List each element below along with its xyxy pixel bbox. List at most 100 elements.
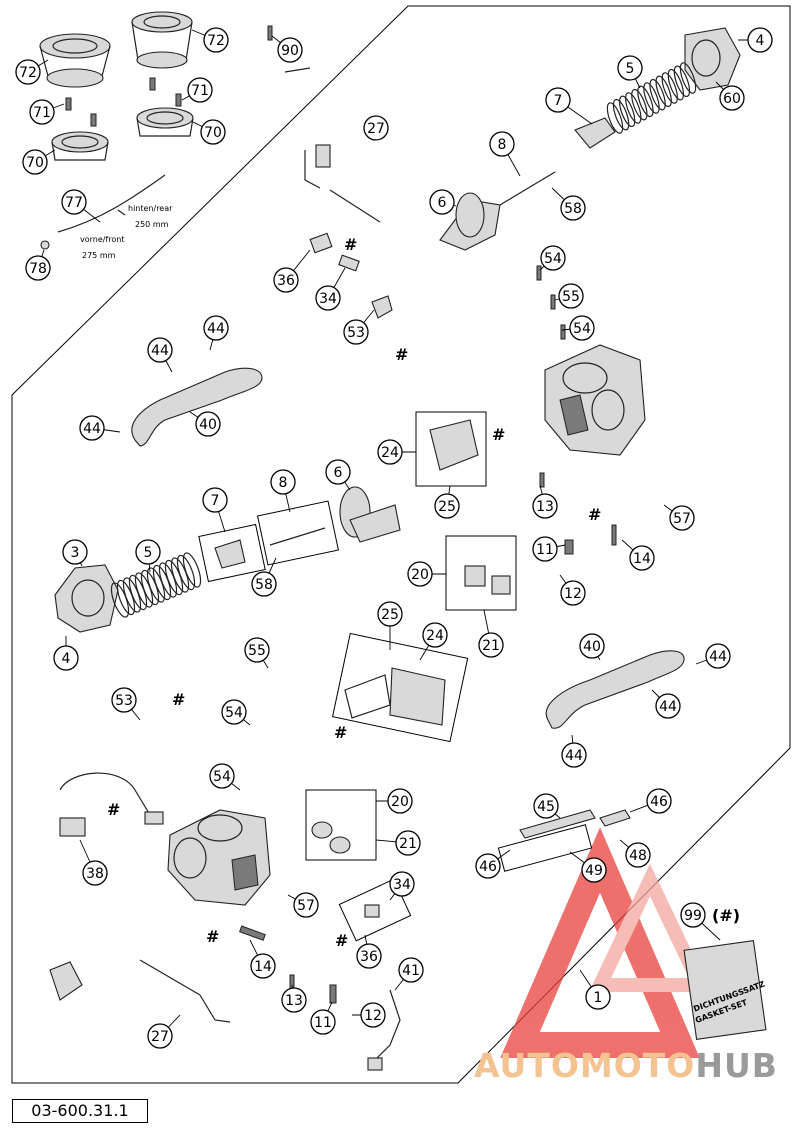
callout-20: 20: [407, 561, 433, 587]
callout-circle: [147, 337, 173, 363]
callout-70: 70: [22, 149, 48, 175]
lever-part-bottom: [49, 961, 83, 1001]
callout-8: 8: [270, 469, 296, 495]
callout-circle: [558, 283, 584, 309]
callout-38: 38: [82, 860, 108, 886]
callout-circle: [625, 842, 651, 868]
callout-circle: [398, 957, 424, 983]
callout-number: 44: [659, 699, 677, 715]
callout-number: 99: [684, 908, 702, 924]
callout-36: 36: [273, 267, 299, 293]
callout-circle: [747, 27, 773, 53]
hose-front-label: vorne/front: [80, 235, 125, 244]
callout-55: 55: [558, 283, 584, 309]
callout-number: 60: [723, 91, 741, 107]
callout-circle: [395, 830, 421, 856]
spring-coil: [182, 552, 202, 588]
callout-circle: [343, 319, 369, 345]
callout-number: 8: [498, 137, 507, 153]
callout-circle: [310, 1009, 336, 1035]
callout-72: 72: [203, 27, 229, 53]
callout-circle: [407, 561, 433, 587]
float-bowl-gasket-24-top: [415, 411, 487, 487]
callout-12: 12: [360, 1002, 386, 1028]
callout-58: 58: [560, 195, 586, 221]
callout-circle: [277, 37, 303, 63]
hose-assembly-27-top: [304, 144, 381, 223]
callout-number: 54: [225, 705, 243, 721]
callout-12: 12: [560, 580, 586, 606]
diagram-boundary: [11, 5, 791, 1084]
intake-ring-right: [136, 107, 194, 137]
callout-number: 41: [402, 963, 420, 979]
callout-circle: [560, 195, 586, 221]
callout-53: 53: [343, 319, 369, 345]
callout-27: 27: [363, 115, 389, 141]
callout-number: 40: [199, 417, 217, 433]
callout-circle: [135, 539, 161, 565]
spring-5-top: [606, 62, 697, 134]
callout-13: 13: [532, 493, 558, 519]
watermark-part1: AUTOMOTO: [474, 1046, 696, 1085]
callout-77: 77: [61, 189, 87, 215]
callout-circle: [489, 131, 515, 157]
callout-number: 45: [537, 799, 555, 815]
callout-number: 44: [151, 343, 169, 359]
hash-mark-6: #: [334, 723, 347, 742]
carburetor-body-bottom: [167, 809, 271, 906]
callout-number: 21: [482, 638, 500, 654]
callout-44: 44: [705, 643, 731, 669]
callout-circle: [629, 545, 655, 571]
callout-circle: [187, 77, 213, 103]
callout-48: 48: [625, 842, 651, 868]
watermark-part2: HUB: [695, 1046, 778, 1085]
callout-55: 55: [244, 637, 270, 663]
callout-number: 54: [213, 769, 231, 785]
watermark-text: AUTOMOTOHUB: [474, 1046, 778, 1085]
callout-number: 71: [191, 83, 209, 99]
callout-circle: [475, 853, 501, 879]
callout-71: 71: [29, 99, 55, 125]
callout-circle: [560, 580, 586, 606]
callout-circle: [532, 493, 558, 519]
callout-27: 27: [147, 1023, 173, 1049]
callout-13: 13: [281, 987, 307, 1013]
callout-58: 58: [251, 571, 277, 597]
callout-number: 27: [367, 121, 385, 137]
callout-circle: [680, 902, 706, 928]
callout-number: 25: [381, 607, 399, 623]
callout-49: 49: [581, 857, 607, 883]
callout-number: 44: [207, 321, 225, 337]
callout-number: 34: [319, 291, 337, 307]
callout-number: 25: [438, 499, 456, 515]
reference-number: 03-600.31.1: [12, 1099, 148, 1123]
callout-circle: [533, 793, 559, 819]
callout-4: 4: [747, 27, 773, 53]
callout-53: 53: [111, 687, 137, 713]
float-bowl-24-mid: [331, 632, 469, 743]
callout-number: 3: [71, 545, 80, 561]
vent-hose-77: hinten/rear 250 mm vorne/front 275 mm: [57, 174, 173, 260]
callout-number: 36: [277, 273, 295, 289]
callout-34: 34: [315, 285, 341, 311]
jet-parts-mid: [539, 472, 617, 555]
callout-71: 71: [187, 77, 213, 103]
callout-number: 44: [83, 421, 101, 437]
callout-number: 49: [585, 863, 603, 879]
hash-marks: # # # # # # # # #: [107, 235, 601, 950]
callout-number: 11: [314, 1015, 332, 1031]
callout-circle: [422, 622, 448, 648]
callout-circle: [540, 245, 566, 271]
callout-45: 45: [533, 793, 559, 819]
callout-number: 77: [65, 195, 83, 211]
callout-78: 78: [25, 255, 51, 281]
callout-number: 5: [626, 61, 635, 77]
callout-number: 58: [564, 201, 582, 217]
needle-8-mid: [256, 500, 340, 566]
callout-44: 44: [203, 315, 229, 341]
callout-40: 40: [579, 633, 605, 659]
callout-number: 57: [673, 511, 691, 527]
callout-circle: [281, 987, 307, 1013]
intake-funnel-right: [131, 11, 193, 69]
